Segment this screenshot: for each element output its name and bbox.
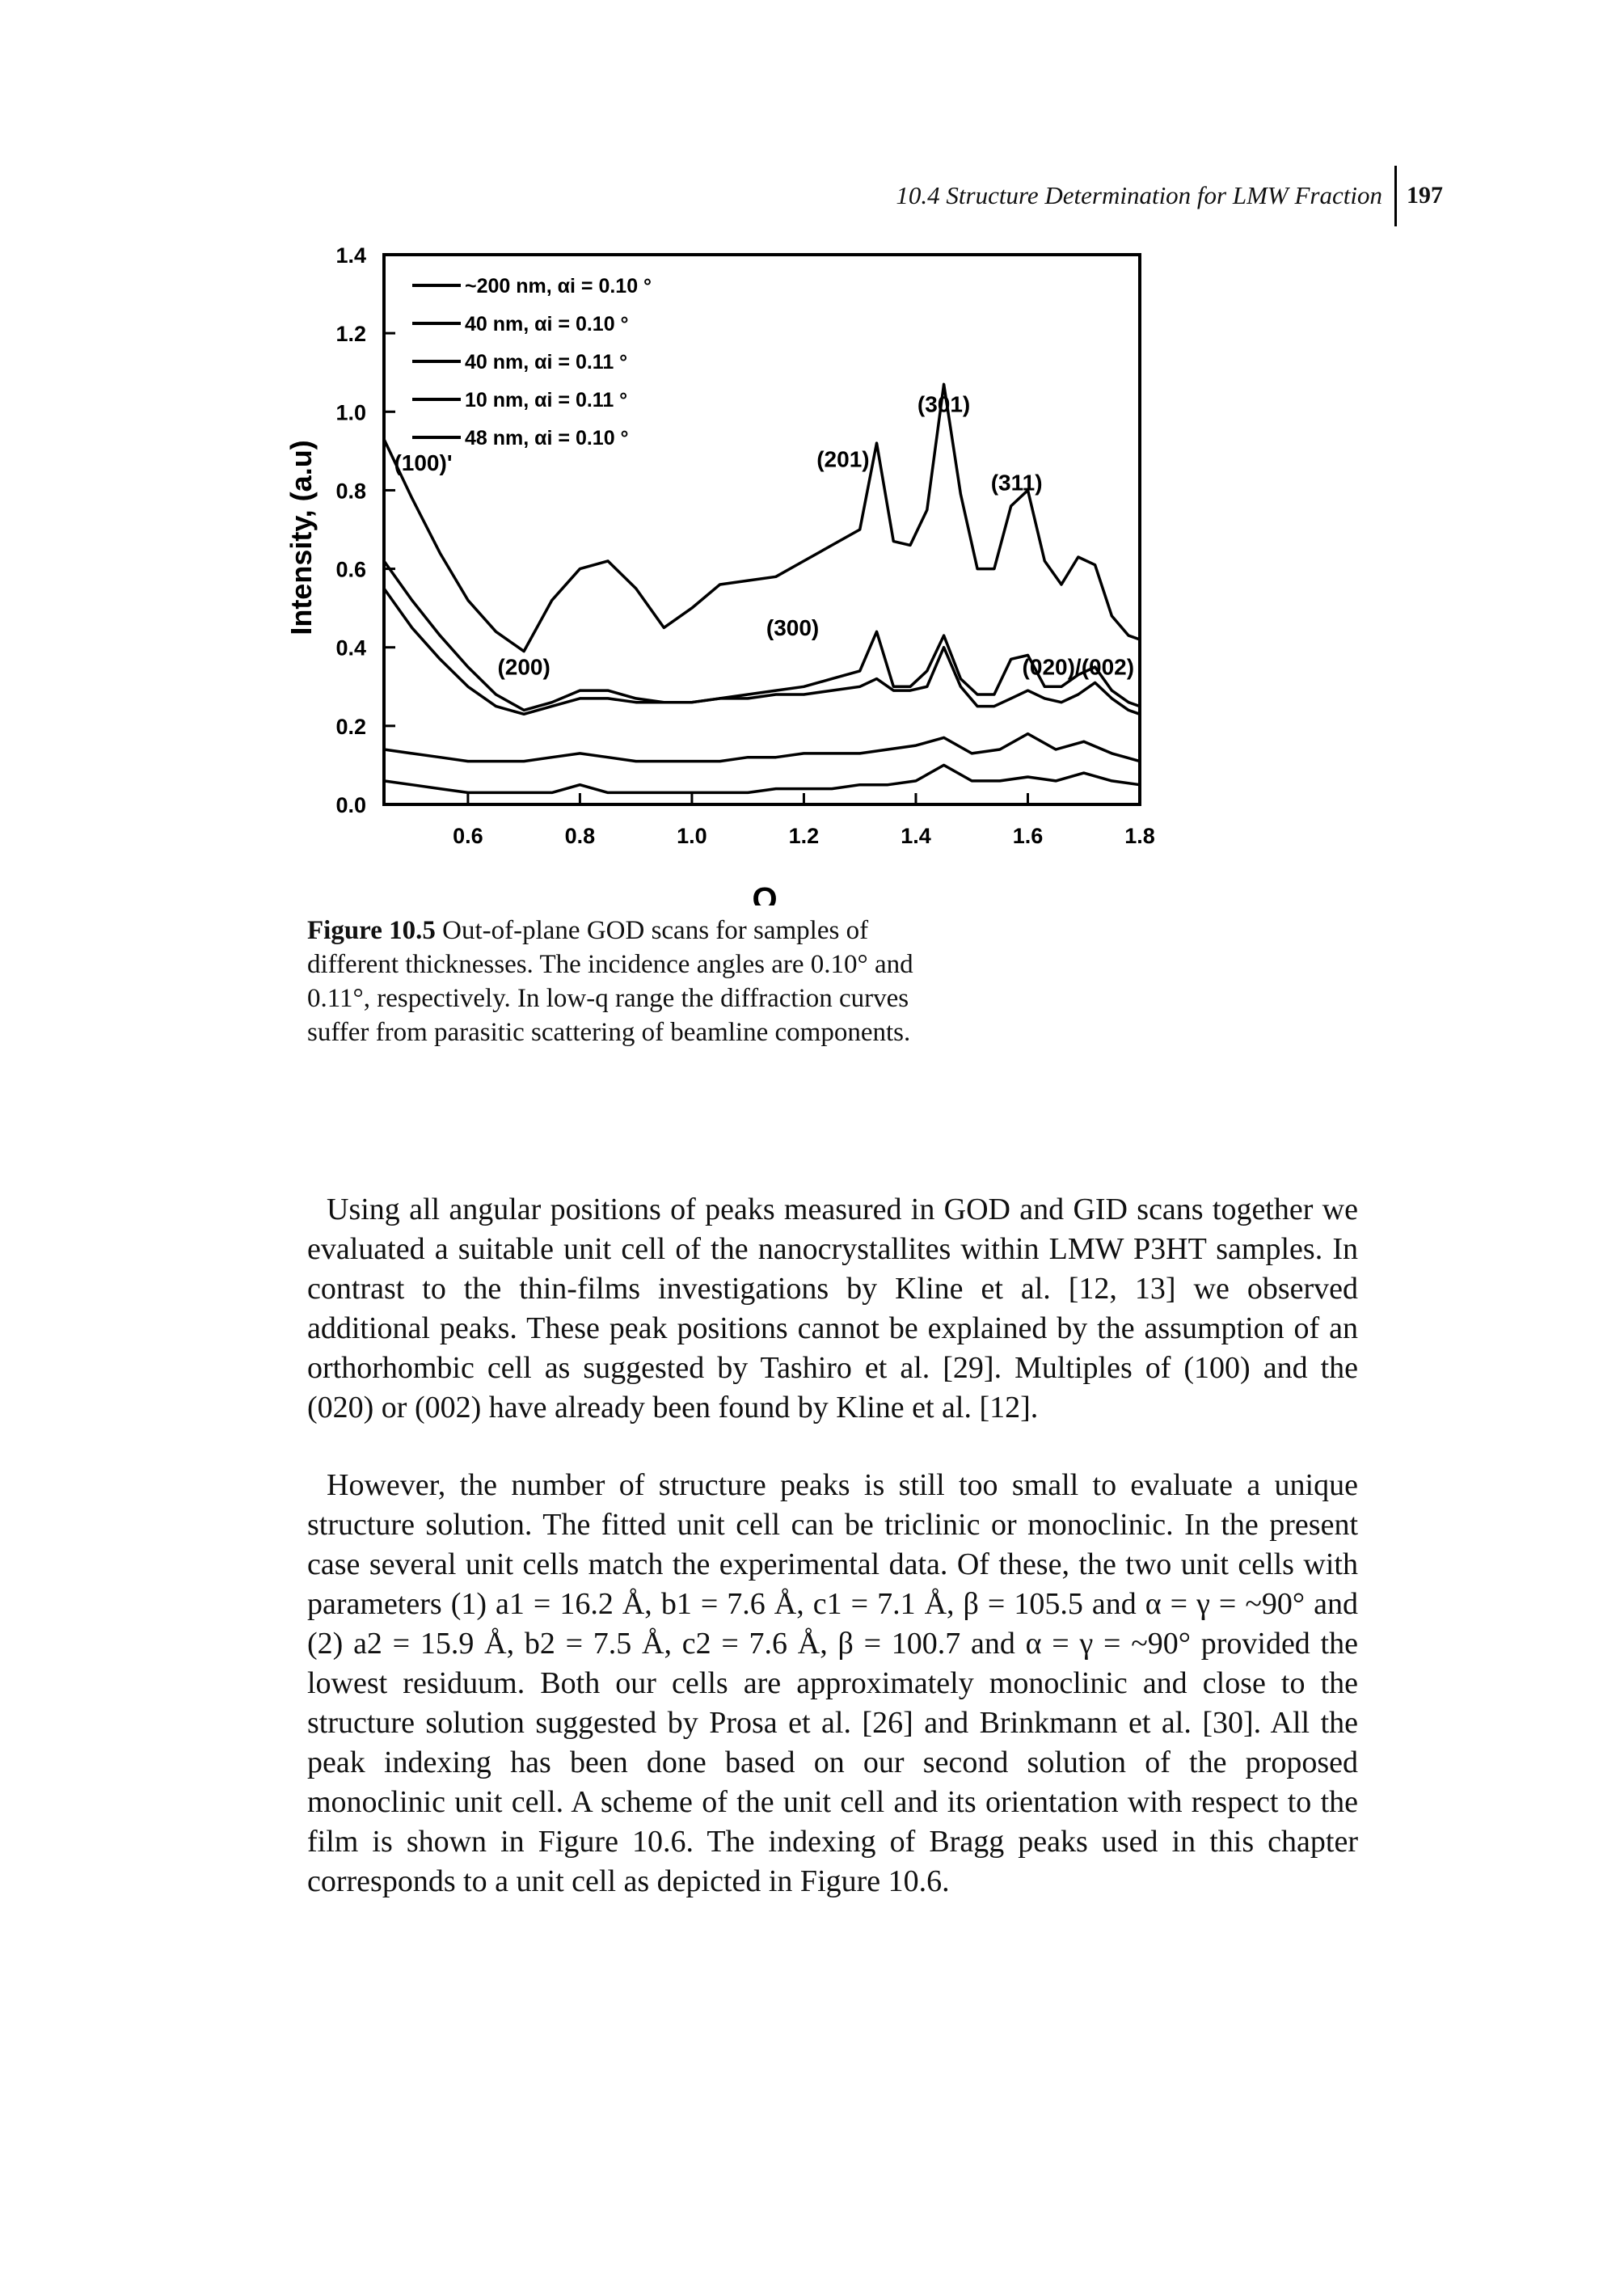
peak-label-5: (311)	[991, 470, 1043, 495]
y-tick-label-7: 1.4	[335, 243, 366, 268]
peak-label-0: (100)'	[394, 450, 452, 475]
series-line-1	[382, 559, 1141, 712]
x-tick-label-1: 0.8	[565, 824, 596, 848]
series-line-3	[383, 732, 1141, 763]
y-tick-label-2: 0.4	[335, 636, 366, 661]
x-tick-label-0: 0.6	[453, 824, 483, 848]
x-tick-label-6: 1.8	[1124, 824, 1155, 848]
legend-label-0: ~200 nm, αi = 0.10 °	[465, 275, 652, 298]
figure-caption-text: Out-of-plane GOD scans for samples of di…	[307, 916, 913, 1047]
figure-caption: Figure 10.5 Out-of-plane GOD scans for s…	[307, 914, 962, 1049]
y-tick-label-1: 0.2	[335, 715, 366, 739]
y-tick-label-0: 0.0	[335, 793, 366, 817]
peak-label-6: (020)/(002)	[1023, 655, 1135, 680]
y-tick-label-4: 0.8	[335, 479, 366, 503]
page-number: 197	[1407, 182, 1443, 209]
x-tick-label-4: 1.4	[901, 824, 931, 848]
y-tick-label-5: 1.0	[335, 400, 366, 424]
y-axis-label: Intensity, (a.u)	[285, 440, 318, 635]
legend-label-4: 48 nm, αi = 0.10 °	[465, 427, 629, 450]
peak-label-1: (200)	[497, 655, 550, 680]
x-tick-label-3: 1.2	[789, 824, 820, 848]
x-tick-label-2: 1.0	[677, 824, 707, 848]
figure-caption-label: Figure 10.5	[307, 916, 436, 945]
peak-label-4: (301)	[917, 391, 970, 416]
header-divider	[1394, 166, 1397, 226]
plot-frame	[382, 253, 1141, 806]
legend-label-3: 10 nm, αi = 0.11 °	[465, 389, 627, 412]
y-tick-label-6: 1.2	[335, 322, 366, 346]
peak-label-2: (300)	[766, 615, 819, 640]
series-line-4	[383, 763, 1141, 795]
legend-label-2: 40 nm, αi = 0.11 °	[465, 351, 627, 374]
running-header: 10.4 Structure Determination for LMW Fra…	[896, 181, 1382, 209]
legend-label-1: 40 nm, αi = 0.10 °	[465, 313, 629, 336]
body-paragraph-1: Using all angular positions of peaks mea…	[307, 1192, 1358, 1425]
y-tick-label-3: 0.6	[335, 558, 366, 582]
x-tick-label-5: 1.6	[1013, 824, 1044, 848]
diffraction-chart: ~200 nm, αi = 0.10 ° 40 nm, αi = 0.10 ° 40…	[285, 243, 1155, 905]
x-axis-label: Qz	[752, 881, 787, 905]
body-paragraph-2: However, the number of structure peaks i…	[307, 1468, 1358, 1898]
series-line-2	[382, 587, 1141, 716]
series-line-0	[382, 382, 1141, 653]
peak-label-3: (201)	[816, 446, 869, 471]
